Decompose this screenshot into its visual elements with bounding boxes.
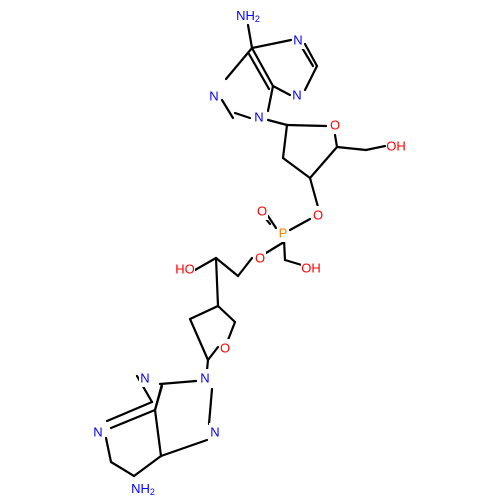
bond-line xyxy=(236,256,254,278)
top-hydroxyl-label: OH xyxy=(386,139,406,154)
top-ring-o-label: O xyxy=(330,118,340,133)
bottom-hydroxyl-label-bg xyxy=(175,260,195,278)
bottom-n3-label-bg xyxy=(139,369,151,387)
bond-line xyxy=(153,408,163,458)
bridge-o-top-label-bg xyxy=(312,206,324,224)
bond-line xyxy=(281,123,289,160)
bond-line xyxy=(335,145,368,152)
bond-line xyxy=(153,384,164,412)
bond-line xyxy=(132,454,163,478)
bond-line xyxy=(308,145,339,180)
bond-line xyxy=(205,358,210,372)
bond-line xyxy=(250,38,293,50)
bottom-hydroxyl-label: HO xyxy=(175,262,195,277)
bond-line xyxy=(250,46,275,88)
bond-line xyxy=(220,98,235,120)
bond-line xyxy=(216,304,237,324)
bottom-n9-label-bg xyxy=(199,369,211,387)
phosphorus-label-bg xyxy=(277,224,289,242)
bond-line xyxy=(158,379,198,386)
bond-line xyxy=(282,238,287,262)
bond-line xyxy=(105,400,154,423)
bond-line xyxy=(226,320,237,342)
bond-line xyxy=(333,133,339,149)
top-n3-label-bg xyxy=(291,86,303,104)
top-amine-label-bg xyxy=(234,6,262,24)
top-n9-label: N xyxy=(254,110,263,125)
bond-line xyxy=(364,144,387,152)
bottom-ring-o-label: O xyxy=(220,341,230,356)
bond-line xyxy=(188,304,220,321)
bond-line xyxy=(109,460,136,478)
phosphoryl-o-label-bg xyxy=(256,202,268,220)
bond-line xyxy=(266,214,278,230)
bond-line xyxy=(266,118,289,127)
bottom-amine-label-bg xyxy=(129,479,157,497)
bond-line xyxy=(233,111,252,120)
bond-line xyxy=(288,217,312,232)
bottom-n1-label: N xyxy=(93,425,102,440)
bottom-n7-label: N xyxy=(210,425,219,440)
top-n7-label-bg xyxy=(208,87,220,105)
bond-line xyxy=(193,256,218,272)
bond-line xyxy=(299,44,315,68)
phosphorus-label: P xyxy=(279,226,288,241)
top-hydroxyl-label-bg xyxy=(386,137,406,155)
bond-line xyxy=(246,23,254,50)
bond-line xyxy=(247,52,271,91)
bond-line xyxy=(224,46,254,81)
bond-line xyxy=(308,176,320,209)
top-n3-label: N xyxy=(292,88,301,103)
top-n1-label: N xyxy=(293,33,302,48)
top-n7-label: N xyxy=(209,89,218,104)
phospho-hydroxyl-label: OH xyxy=(301,261,321,276)
bond-line xyxy=(109,408,157,430)
bond-line xyxy=(303,64,319,92)
bottom-ring-o-label-bg xyxy=(219,339,231,357)
bond-line xyxy=(281,156,312,180)
bond-line xyxy=(206,345,220,362)
bond-line xyxy=(188,317,210,362)
bridge-o-top-label: O xyxy=(313,208,323,223)
bond-line xyxy=(271,84,292,97)
bottom-amine-label: NH2 xyxy=(131,481,155,498)
bond-line xyxy=(303,42,319,68)
bond-line xyxy=(285,123,328,128)
phosphoryl-o-label: O xyxy=(257,204,267,219)
top-amine-label: NH2 xyxy=(236,8,260,25)
bond-line xyxy=(264,240,286,255)
bond-line xyxy=(159,438,209,458)
bridge-o-bottom-label: O xyxy=(255,251,265,266)
phospho-hydroxyl-label-bg xyxy=(301,259,321,277)
top-n9-label-bg xyxy=(253,108,265,126)
bottom-n9-label: N xyxy=(200,371,209,386)
bond-line xyxy=(266,84,275,113)
top-ring-o-label-bg xyxy=(329,116,341,134)
bond-line xyxy=(104,436,113,464)
bottom-n3-label: N xyxy=(140,371,149,386)
bottom-n1-label-bg xyxy=(92,423,104,441)
bond-line xyxy=(214,256,220,308)
bottom-n7-label-bg xyxy=(209,423,221,441)
top-n1-label-bg xyxy=(292,31,304,49)
bridge-o-bottom-label-bg xyxy=(254,249,266,267)
bond-line xyxy=(214,256,240,278)
bond-line xyxy=(207,387,214,426)
